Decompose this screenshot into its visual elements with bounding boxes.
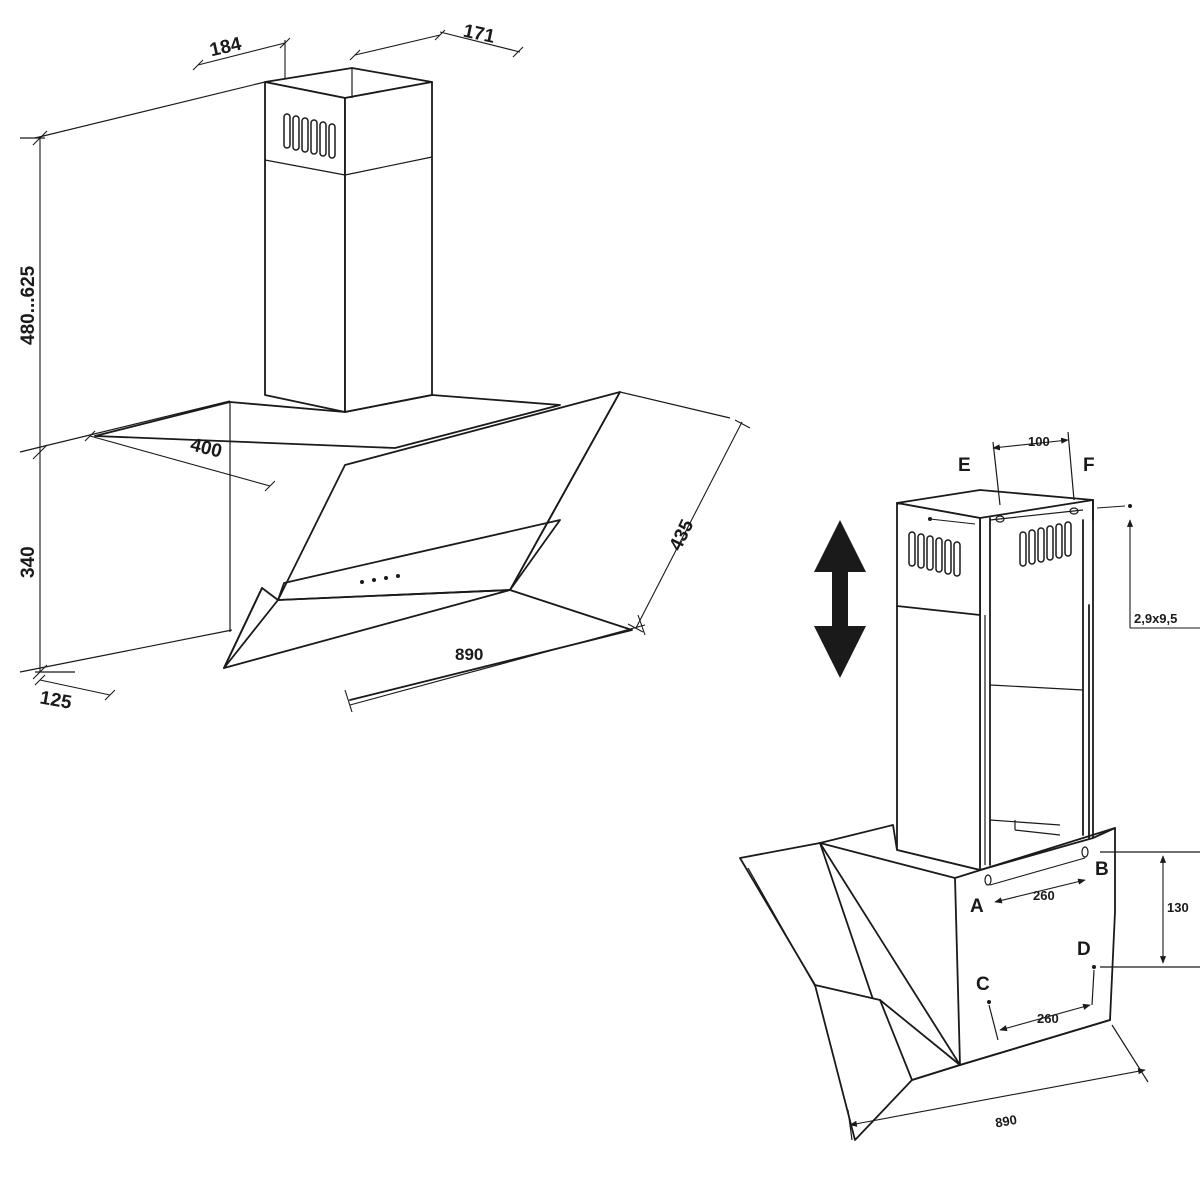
mounting-point-label-b: B [1095, 859, 1109, 880]
dim-label-bracket-spacing: 100 [1028, 434, 1050, 449]
dim-label-chimney-width: 171 [461, 21, 497, 48]
dim-label-width-left: 890 [455, 645, 483, 664]
dim-label-width-right: 890 [994, 1112, 1018, 1131]
chimney-vent-slots [283, 113, 336, 159]
mounting-point-label-a: A [970, 896, 984, 917]
dim-label-holes-top: 260 [1033, 888, 1055, 903]
mounting-point-label-e: E [958, 455, 971, 476]
left-view-hood [19, 29, 751, 713]
dim-label-screw: 2,9x9,5 [1134, 611, 1177, 626]
bracket-vent-slots-right [1019, 521, 1072, 567]
bracket-vent-slots-left [908, 531, 961, 577]
mounting-point-label-f: F [1083, 455, 1095, 476]
dim-label-vertical: 130 [1167, 900, 1189, 915]
dim-label-chimney-depth: 184 [208, 34, 244, 62]
dim-label-top-depth: 400 [188, 434, 224, 462]
adjust-height-double-arrow [814, 520, 866, 678]
dim-label-height-range: 480...625 [18, 265, 39, 345]
mounting-point-label-d: D [1077, 939, 1091, 960]
right-view-hood [739, 431, 1200, 1141]
dim-label-hood-height: 340 [18, 546, 39, 578]
mounting-point-label-c: C [976, 974, 990, 995]
dim-label-glass-depth: 435 [666, 516, 699, 554]
dim-label-wall-offset: 125 [38, 688, 73, 714]
dim-label-holes-bottom: 260 [1037, 1011, 1059, 1026]
